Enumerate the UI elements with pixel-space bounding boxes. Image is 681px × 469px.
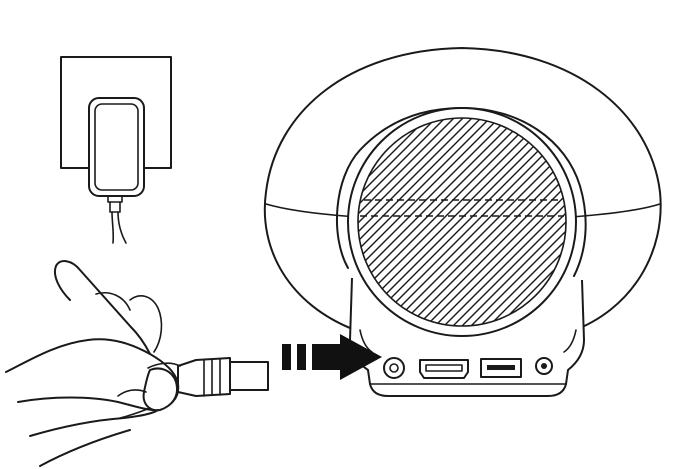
grille-hatch-line	[358, 118, 434, 326]
grille-hatch-line	[428, 118, 566, 326]
audio-jack	[535, 357, 553, 375]
grille-hatch-line	[464, 118, 566, 326]
grille-hatch-line	[358, 118, 380, 326]
grille-hatch-line	[437, 118, 566, 326]
grille-hatch-line	[358, 118, 461, 326]
grille-hatch-line	[358, 118, 542, 326]
usb-port	[480, 358, 522, 378]
grille-hatch-line	[132, 112, 352, 332]
power-adapter	[88, 97, 145, 213]
grille-hatch-line	[410, 118, 566, 326]
grille-hatch-line	[358, 118, 362, 326]
grille-hatch-line	[383, 118, 566, 326]
grille-hatch-line	[482, 118, 566, 326]
grille-hatch-line	[358, 118, 515, 326]
dc-barrel-plug	[147, 357, 269, 397]
grille-hatch-line	[446, 118, 566, 326]
insert-direction-arrow	[282, 334, 382, 380]
grille-hatch-line	[358, 118, 497, 326]
dc-power-port	[383, 357, 405, 379]
grille-hatch-line	[455, 118, 566, 326]
grille-hatch-line	[358, 118, 470, 326]
grille-hatch-line	[358, 118, 443, 326]
grille-hatch-line	[419, 118, 566, 326]
grille-hatch-line	[358, 118, 452, 326]
grille-hatch-line	[491, 118, 566, 326]
grille-hatch-line	[401, 118, 566, 326]
grille-hatch-line	[358, 118, 488, 326]
hand-holding-plug	[5, 260, 269, 467]
grille-hatch-line	[358, 118, 524, 326]
grille-hatch-line	[358, 118, 506, 326]
hdmi-port	[419, 359, 469, 379]
power-cable	[111, 211, 127, 244]
grille-hatch-line	[358, 118, 533, 326]
grille-hatch-line	[392, 118, 566, 326]
grille-hatch-line	[358, 118, 479, 326]
speaker-grille	[132, 107, 577, 337]
grille-hatch-line	[473, 118, 566, 326]
